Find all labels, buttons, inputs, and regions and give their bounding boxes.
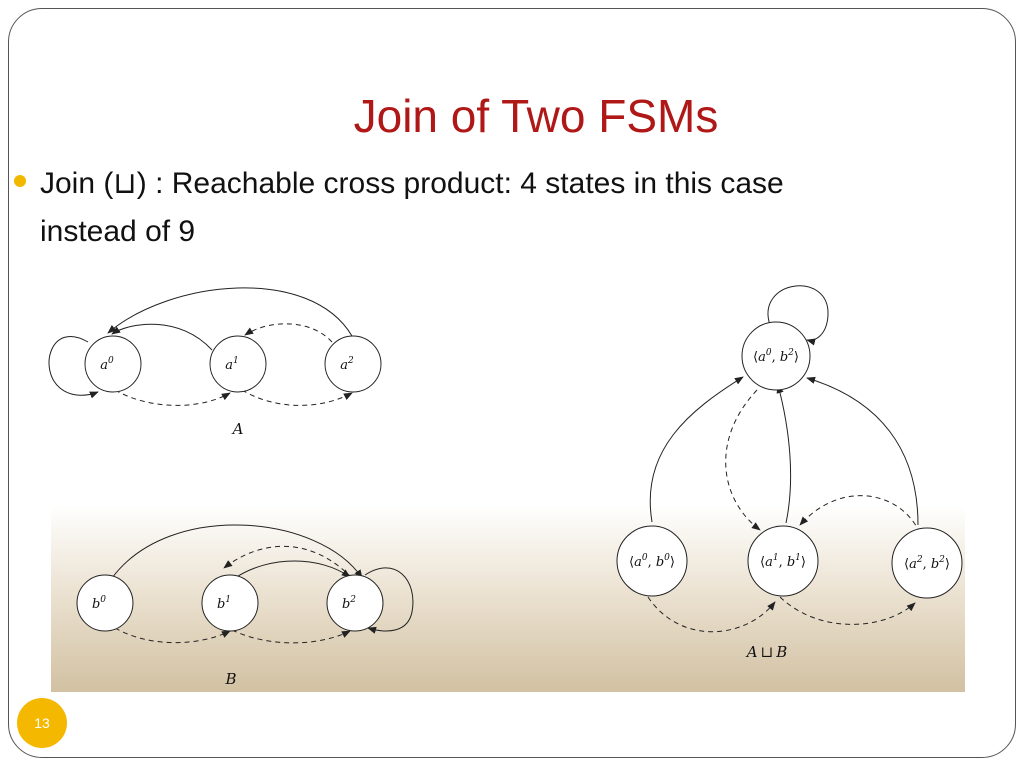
bullet-dot-icon: [14, 175, 26, 187]
state-a2: [324, 335, 382, 393]
state-b0: [76, 574, 134, 632]
state-a0: [84, 335, 142, 393]
edge-a0-to-a1: [114, 389, 231, 406]
edge-b2-to-b1: [223, 545, 353, 579]
edge-b0-to-b1: [114, 627, 231, 644]
edge-a2b2-to-a0b2: [806, 376, 919, 526]
edge-a0b2-self: [767, 285, 829, 346]
state-a1b1: [747, 525, 819, 597]
state-a0b2-label: ⟨a0, b2⟩: [753, 348, 799, 365]
edge-b2-self: [364, 567, 414, 634]
state-a1-label: a1: [225, 356, 239, 373]
edge-a2-to-a0: [107, 287, 353, 337]
edge-a1-to-a2: [241, 389, 353, 406]
state-a0b2: [741, 321, 811, 391]
edge-a0b2-to-a1b1: [725, 389, 761, 531]
state-a0b0: [616, 525, 688, 597]
edge-a1-to-a0: [111, 323, 213, 351]
diagram-join-caption: A⊔B: [745, 643, 787, 661]
edge-a1b1-to-a2b2: [779, 596, 916, 625]
diagram-b: [76, 524, 414, 644]
diagram-b-caption: B: [224, 670, 236, 688]
slide-title: Join of Two FSMs: [353, 90, 719, 142]
diagram-a-caption: A: [231, 420, 244, 438]
state-a0-label: a0: [100, 356, 114, 373]
state-a2-label: a2: [340, 356, 354, 373]
state-a2b2: [891, 527, 963, 599]
state-a2b2-label: ⟨a2, b2⟩: [904, 555, 950, 572]
state-b2-label: b2: [342, 595, 356, 612]
edge-a1b1-to-a0b2: [776, 384, 792, 524]
state-b1-label: b1: [217, 595, 231, 612]
state-a0b0-label: ⟨a0, b0⟩: [629, 553, 675, 570]
slide-frame: [8, 8, 1016, 758]
state-b2: [326, 574, 384, 632]
state-b0-label: b0: [92, 595, 106, 612]
bullet-text: Join (⊔) : Reachable cross product: 4 st…: [40, 167, 784, 248]
edge-b1-to-b2: [234, 560, 351, 579]
state-a1: [209, 335, 267, 393]
edge-a2b2-to-a1b1: [799, 495, 921, 534]
edge-a0b0-to-a0b2: [649, 376, 744, 523]
edge-a0b0-to-a1b1: [647, 596, 776, 633]
diagram-a: [48, 287, 382, 406]
edge-b1-to-b2: [231, 629, 351, 644]
edge-b0-to-b2: [111, 524, 363, 579]
state-a1b1-label: ⟨a1, b1⟩: [760, 553, 806, 570]
page-number-badge: 13: [17, 698, 67, 748]
edge-a2-to-a1: [244, 323, 333, 343]
edge-a0-self: [48, 336, 99, 399]
diagram-join: [616, 285, 963, 633]
state-b1: [201, 574, 259, 632]
